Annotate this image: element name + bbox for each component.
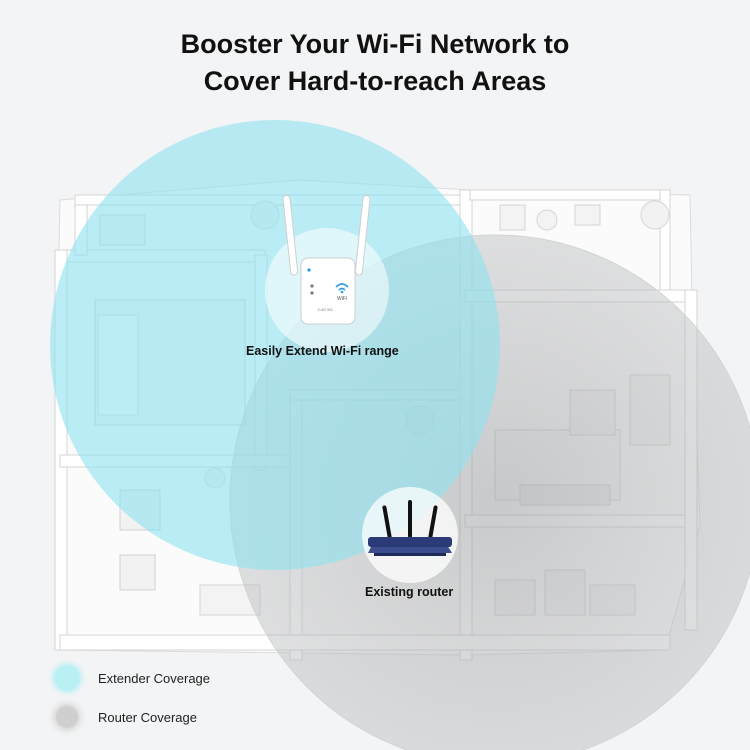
- title-line-2: Cover Hard-to-reach Areas: [203, 66, 547, 96]
- device-label-wifi: WiFi: [337, 296, 347, 302]
- router-icon: [362, 487, 458, 583]
- extender-coverage-zone: [50, 120, 500, 570]
- legend-extender: Extender Coverage: [56, 667, 210, 689]
- page-title: Booster Your Wi-Fi Network to Cover Hard…: [0, 26, 750, 100]
- extender-legend-swatch: [56, 667, 78, 689]
- router-legend-label: Router Coverage: [98, 709, 197, 725]
- wifi-extender-icon: WiFi 2.4G 5G: [265, 194, 389, 352]
- router-legend-swatch: [56, 706, 78, 728]
- extender-legend-label: Extender Coverage: [98, 670, 211, 686]
- legend-router: Router Coverage: [56, 706, 197, 728]
- title-line-1: Booster Your Wi-Fi Network to: [180, 29, 570, 59]
- device-label-band: 2.4G 5G: [317, 307, 332, 312]
- router-caption: Existing router: [365, 585, 454, 599]
- extender-caption: Easily Extend Wi-Fi range: [246, 344, 399, 358]
